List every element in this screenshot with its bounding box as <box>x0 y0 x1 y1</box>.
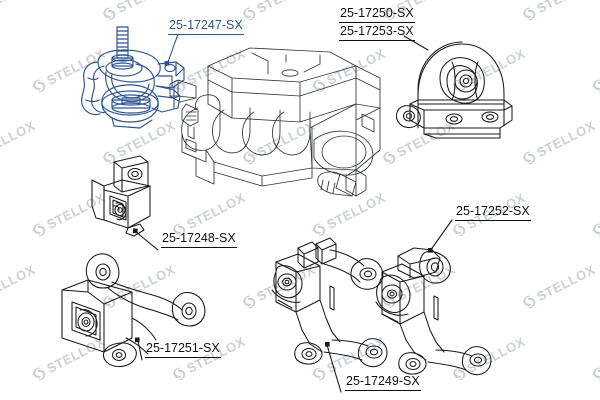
part-label-25-17252-sx: 25-17252-SX <box>455 204 531 221</box>
part-label-25-17247-sx: 25-17247-SX <box>168 18 244 35</box>
part-label-25-17249-sx: 25-17249-SX <box>345 374 421 391</box>
part-number-text: 25-17250-SX <box>339 6 415 23</box>
part-label-25-17251-sx: 25-17251-SX <box>145 341 221 358</box>
part-number-text: 25-17248-SX <box>161 231 237 248</box>
part-label-25-17248-sx: 25-17248-SX <box>161 231 237 248</box>
part-label-25-17250-sx: 25-17250-SX 25-17253-SX <box>339 6 415 41</box>
part-number-text: 25-17247-SX <box>168 18 244 35</box>
part-number-text: 25-17249-SX <box>345 374 421 391</box>
part-number-text: 25-17251-SX <box>145 341 221 358</box>
part-number-text: 25-17252-SX <box>455 204 531 221</box>
part-number-text-secondary: 25-17253-SX <box>339 24 415 41</box>
